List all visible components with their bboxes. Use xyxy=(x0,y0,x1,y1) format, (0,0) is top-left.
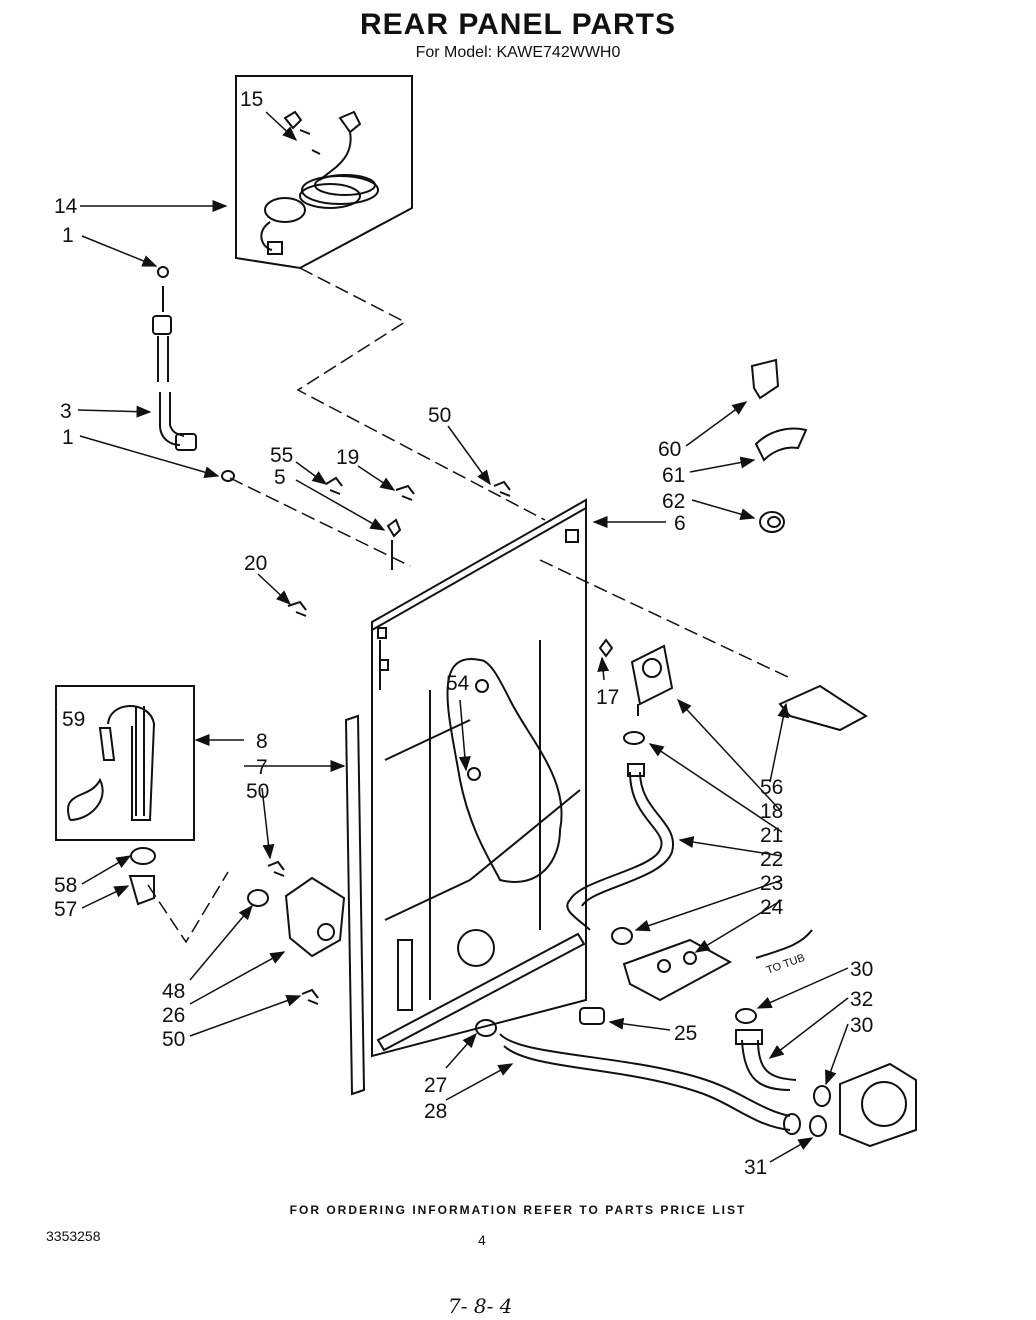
callout-1b: 1 xyxy=(62,426,74,449)
callout-14: 14 xyxy=(54,195,78,218)
callout-24: 24 xyxy=(760,896,784,919)
side-strip xyxy=(344,714,366,1096)
screws xyxy=(267,476,511,1005)
callout-58: 58 xyxy=(54,874,77,897)
callout-19: 19 xyxy=(336,446,359,469)
callout-7: 7 xyxy=(256,756,268,779)
callout-32: 32 xyxy=(850,988,873,1011)
callout-arrows xyxy=(77,111,849,1163)
callout-31: 31 xyxy=(744,1156,767,1179)
callout-50: 50 xyxy=(428,404,451,427)
callout-5: 5 xyxy=(274,466,286,489)
callout-23: 23 xyxy=(760,872,783,895)
power-cord-box xyxy=(235,75,413,270)
rear-panel xyxy=(371,498,587,1058)
callout-50c: 50 xyxy=(246,780,269,803)
bracket xyxy=(778,684,868,732)
callout-62: 62 xyxy=(662,490,685,513)
page-number: 4 xyxy=(478,1232,486,1248)
assembly-dashed-lines xyxy=(147,267,791,944)
callout-labels: 15 14 1 3 1 50 55 5 19 60 61 62 6 20 17 … xyxy=(54,88,873,1179)
callout-6: 6 xyxy=(674,512,686,535)
callout-22: 22 xyxy=(760,848,783,871)
callout-26: 26 xyxy=(162,1004,185,1027)
callout-3: 3 xyxy=(60,400,72,423)
callout-60: 60 xyxy=(658,438,681,461)
callout-20: 20 xyxy=(244,552,267,575)
callout-57: 57 xyxy=(54,898,77,921)
pump-assembly xyxy=(735,929,917,1148)
hose-bracket xyxy=(247,876,346,958)
page-title: REAR PANEL PARTS xyxy=(359,8,677,41)
callout-59: 59 xyxy=(62,708,85,731)
callout-54: 54 xyxy=(446,672,470,695)
callout-55: 55 xyxy=(270,444,293,467)
cord-clips xyxy=(750,358,808,533)
to-tub-label: TO TUB xyxy=(765,952,807,977)
drain-hose xyxy=(475,1019,801,1135)
callout-56: 56 xyxy=(760,776,783,799)
callout-1: 1 xyxy=(62,224,74,247)
callout-28: 28 xyxy=(424,1100,447,1123)
model-subtitle: For Model: KAWE742WWH0 xyxy=(415,44,621,61)
grommet xyxy=(579,1007,605,1025)
document-number: 3353258 xyxy=(46,1228,101,1244)
pressure-switch xyxy=(598,638,674,716)
inlet-hose xyxy=(152,266,235,482)
callout-50d: 50 xyxy=(162,1028,185,1051)
drain-hose-box xyxy=(55,685,195,906)
pressure-hose xyxy=(566,731,675,945)
ordering-footer: FOR ORDERING INFORMATION REFER TO PARTS … xyxy=(289,1203,747,1217)
callout-17: 17 xyxy=(596,686,619,709)
callout-61: 61 xyxy=(662,464,685,487)
pump-bracket xyxy=(622,938,733,1002)
callout-30b: 30 xyxy=(850,1014,873,1037)
callout-21: 21 xyxy=(760,824,783,847)
callout-27: 27 xyxy=(424,1074,447,1097)
handwritten-note: 7- 8- 4 xyxy=(448,1294,513,1318)
callout-8: 8 xyxy=(256,730,268,753)
callout-15: 15 xyxy=(240,88,263,111)
callout-18: 18 xyxy=(760,800,783,823)
callout-48: 48 xyxy=(162,980,185,1003)
callout-30: 30 xyxy=(850,958,873,981)
callout-25: 25 xyxy=(674,1022,697,1045)
